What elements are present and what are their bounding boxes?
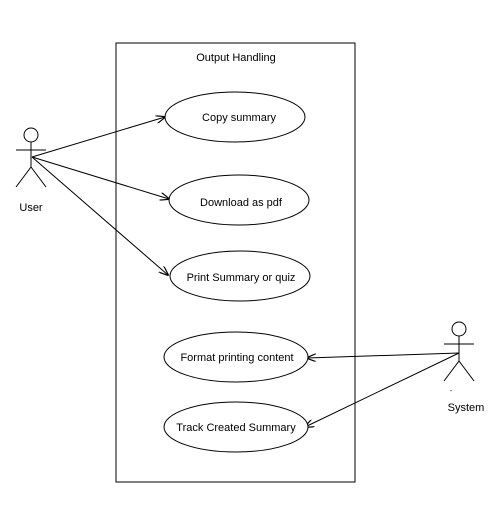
associations — [31, 117, 460, 427]
use-case-label: Print Summary or quiz — [187, 272, 296, 284]
use-case-label: Copy summary — [202, 112, 276, 124]
association-user-print — [31, 156, 168, 275]
actor-head — [451, 321, 467, 337]
actor-head — [23, 127, 39, 143]
use-case-label: Format printing content — [180, 352, 293, 364]
actor-user-label: User — [19, 202, 43, 214]
use-case-label: Track Created Summary — [176, 422, 296, 434]
use-case-download-pdf: Download as pdf — [168, 174, 310, 226]
use-case-copy-summary: Copy summary — [164, 91, 306, 143]
boundary-title: Output Handling — [196, 52, 276, 64]
association-system-track — [305, 352, 460, 427]
actor-user — [15, 127, 47, 188]
actor-system-mark: - — [450, 388, 453, 395]
actor-system-label: System — [448, 402, 485, 414]
association-user-copy — [31, 117, 165, 158]
actor-left-leg — [15, 166, 32, 188]
association-system-format — [307, 352, 460, 358]
actor-right-leg — [458, 360, 475, 382]
actor-left-leg — [443, 360, 460, 382]
actor-right-leg — [30, 166, 47, 188]
association-user-download — [31, 156, 169, 199]
use-case-track-summary: Track Created Summary — [163, 401, 309, 453]
use-case-format-printing: Format printing content — [163, 331, 309, 383]
use-case-print-summary: Print Summary or quiz — [169, 250, 311, 302]
use-case-label: Download as pdf — [200, 197, 283, 209]
actor-system — [443, 321, 475, 382]
